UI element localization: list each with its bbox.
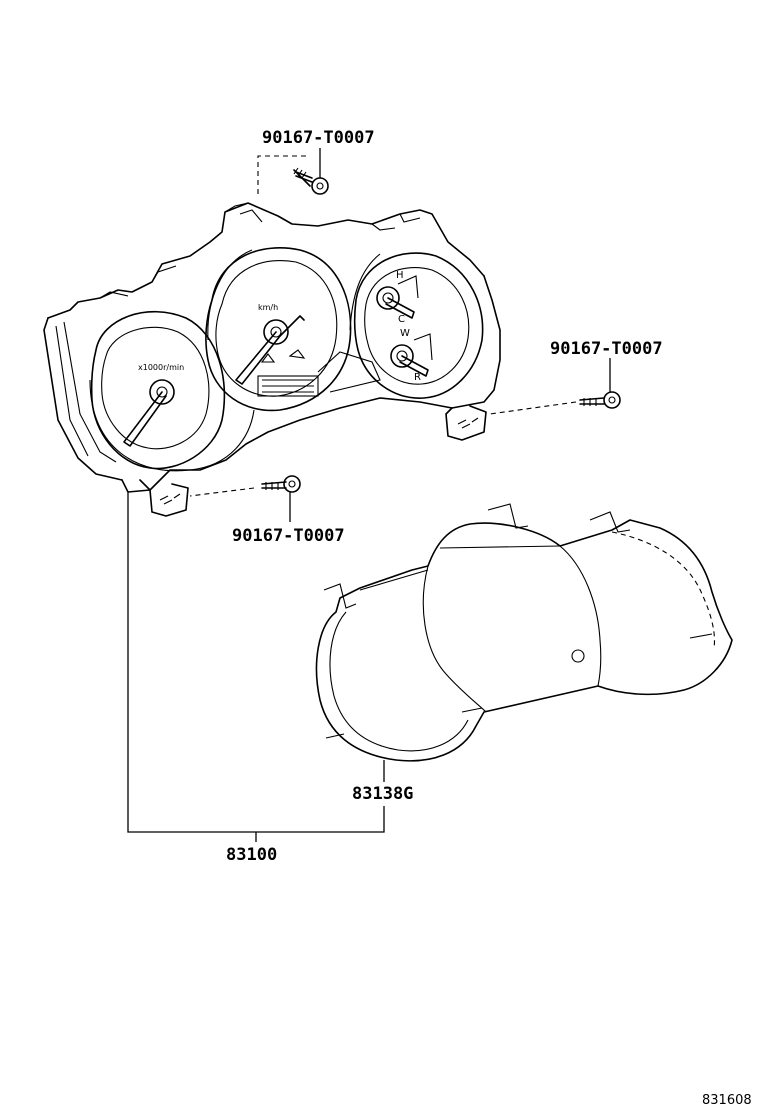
screw-bottom-icon [261,475,301,493]
fuel-high-mark: W [400,328,410,339]
part-label-screw-right: 90167-T0007 [550,339,663,359]
fuel-low-mark: R [414,372,421,383]
screw-right-icon [579,391,621,409]
catalog-reference: 831608 [702,1093,752,1108]
part-label-screw-bottom: 90167-T0007 [232,526,345,546]
part-label-screw-top: 90167-T0007 [262,128,375,148]
temp-cold-mark: C [398,314,405,325]
meter-glass-drawing [315,503,733,762]
part-label-combination-meter: 83100 [226,845,277,865]
part-label-glass: 83138G [352,784,413,804]
leader-lines [127,148,611,842]
screw-top-icon [293,167,329,195]
tacho-unit-mark: x1000r/min [138,363,184,372]
speedo-unit-mark: km/h [258,303,278,312]
combination-meter-drawing [43,202,501,517]
temp-high-mark: H [396,270,404,281]
